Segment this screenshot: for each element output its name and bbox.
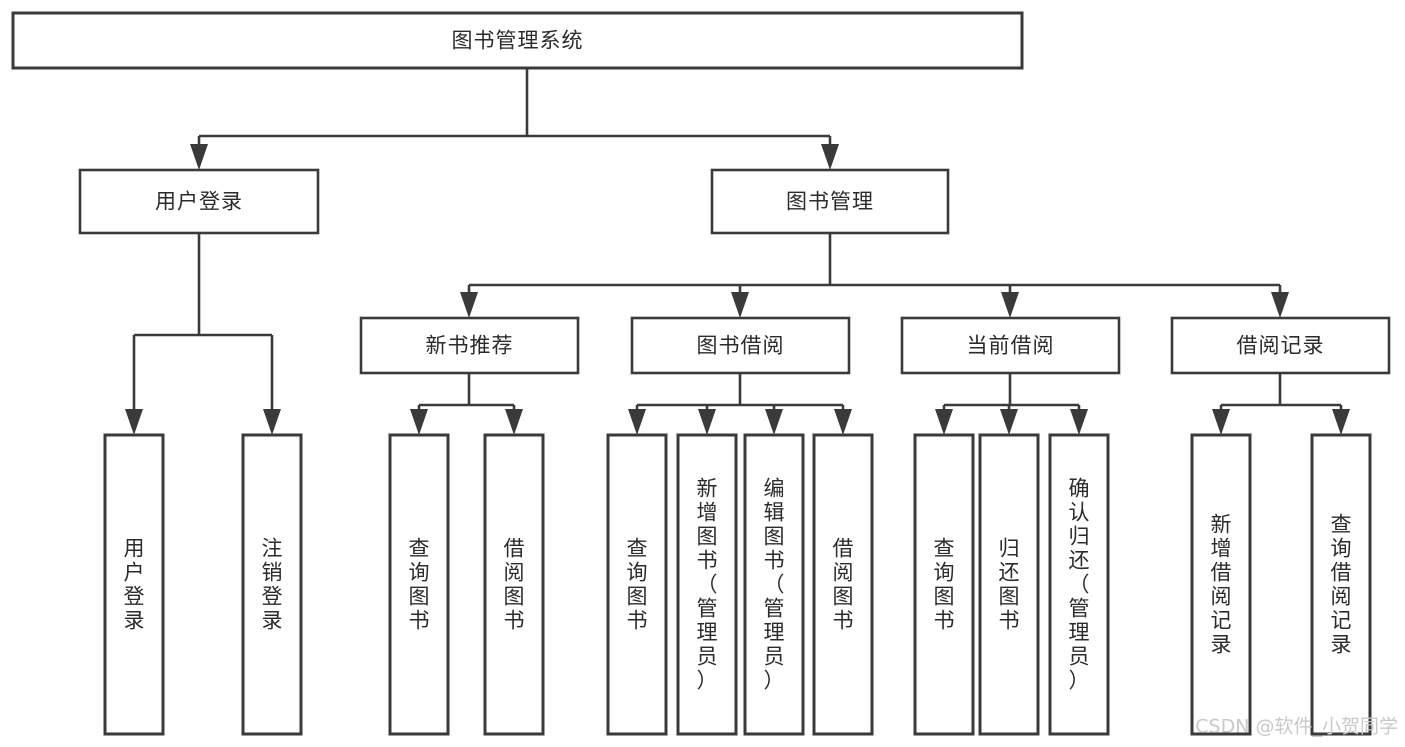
- node-leaf-query-record-label: 查询借阅记录: [1331, 513, 1352, 657]
- node-borrow-record-label: 借阅记录: [1237, 334, 1325, 358]
- node-borrow-record-box[interactable]: [1170, 316, 1391, 375]
- node-new-book-recommend-box[interactable]: [359, 316, 580, 375]
- arrow-head-icon: [263, 409, 281, 435]
- node-book-borrow-box[interactable]: [630, 316, 851, 375]
- node-user-login-label: 用户登录: [155, 190, 243, 214]
- arrow-head-icon: [628, 409, 646, 435]
- node-root-system-box[interactable]: [11, 11, 1024, 70]
- node-user-login-box[interactable]: [78, 168, 320, 235]
- node-current-borrow[interactable]: 当前借阅: [900, 316, 1121, 375]
- node-leaf-user-logout-label: 注销登录: [262, 537, 283, 633]
- csdn-watermark: CSDN @软件_小贺同学: [1195, 716, 1398, 738]
- arrow-head-icon: [125, 409, 143, 435]
- node-leaf-user-login-label: 用户登录: [124, 537, 145, 633]
- node-leaf-add-book-box[interactable]: [676, 433, 738, 736]
- node-leaf-query-record-box[interactable]: [1310, 433, 1372, 736]
- node-layer: 图书管理系统用户登录图书管理新书推荐图书借阅当前借阅借阅记录用户登录注销登录查询…: [11, 11, 1391, 736]
- node-leaf-query-book-2-label: 查询图书: [627, 537, 648, 633]
- node-leaf-user-login-box[interactable]: [103, 433, 165, 736]
- watermark-layer: CSDN @软件_小贺同学: [1195, 716, 1398, 738]
- arrow-head-icon: [1271, 292, 1289, 318]
- node-leaf-query-book-1-label: 查询图书: [409, 537, 430, 633]
- node-leaf-query-book-1[interactable]: 查询图书: [388, 433, 450, 736]
- node-borrow-record[interactable]: 借阅记录: [1170, 316, 1391, 375]
- arrow-head-icon: [935, 409, 953, 435]
- arrow-head-icon: [731, 292, 749, 318]
- arrow-head-icon: [1070, 409, 1088, 435]
- node-leaf-query-book-2-box[interactable]: [606, 433, 668, 736]
- arrow-head-icon: [1001, 292, 1019, 318]
- arrow-head-icon: [834, 409, 852, 435]
- arrow-head-icon: [1332, 409, 1350, 435]
- node-leaf-query-book-3-label: 查询图书: [934, 537, 955, 633]
- arrow-head-icon: [410, 409, 428, 435]
- node-leaf-confirm-return-label: 确认归还（管理员）: [1069, 477, 1090, 693]
- node-leaf-query-book-1-box[interactable]: [388, 433, 450, 736]
- node-leaf-query-book-3-box[interactable]: [913, 433, 975, 736]
- node-leaf-user-login[interactable]: 用户登录: [103, 433, 165, 736]
- node-root-system-label: 图书管理系统: [452, 29, 584, 53]
- node-book-manage-box[interactable]: [710, 168, 950, 235]
- node-leaf-borrow-book-2[interactable]: 借阅图书: [812, 433, 874, 736]
- node-leaf-user-logout-box[interactable]: [241, 433, 303, 736]
- node-leaf-edit-book-box[interactable]: [743, 433, 805, 736]
- arrow-head-icon: [698, 409, 716, 435]
- node-leaf-return-book-label: 归还图书: [999, 537, 1020, 633]
- node-leaf-add-book[interactable]: 新增图书（管理员）: [676, 433, 738, 736]
- arrow-head-icon: [1000, 409, 1018, 435]
- node-leaf-borrow-book-2-label: 借阅图书: [833, 537, 854, 633]
- node-leaf-borrow-book-2-box[interactable]: [812, 433, 874, 736]
- node-root-system[interactable]: 图书管理系统: [11, 11, 1024, 70]
- node-new-book-recommend[interactable]: 新书推荐: [359, 316, 580, 375]
- arrow-head-icon: [190, 144, 208, 170]
- node-leaf-query-book-2[interactable]: 查询图书: [606, 433, 668, 736]
- node-leaf-add-record[interactable]: 新增借阅记录: [1190, 433, 1252, 736]
- node-leaf-borrow-book-1-box[interactable]: [483, 433, 545, 736]
- node-leaf-return-book-box[interactable]: [978, 433, 1040, 736]
- node-current-borrow-label: 当前借阅: [967, 334, 1055, 358]
- node-leaf-add-record-label: 新增借阅记录: [1211, 513, 1232, 657]
- node-leaf-borrow-book-1-label: 借阅图书: [504, 537, 525, 633]
- node-current-borrow-box[interactable]: [900, 316, 1121, 375]
- connector-layer: [125, 68, 1350, 435]
- arrow-head-icon: [821, 144, 839, 170]
- node-leaf-edit-book[interactable]: 编辑图书（管理员）: [743, 433, 805, 736]
- node-leaf-confirm-return-box[interactable]: [1048, 433, 1110, 736]
- node-leaf-add-book-label: 新增图书（管理员）: [697, 477, 718, 693]
- node-leaf-edit-book-label: 编辑图书（管理员）: [764, 477, 785, 693]
- node-leaf-query-record[interactable]: 查询借阅记录: [1310, 433, 1372, 736]
- node-leaf-user-logout[interactable]: 注销登录: [241, 433, 303, 736]
- node-book-manage-label: 图书管理: [786, 190, 874, 214]
- arrow-head-icon: [765, 409, 783, 435]
- node-new-book-recommend-label: 新书推荐: [426, 334, 514, 358]
- arrow-head-icon: [505, 409, 523, 435]
- node-book-manage[interactable]: 图书管理: [710, 168, 950, 235]
- node-book-borrow-label: 图书借阅: [697, 334, 785, 358]
- node-leaf-return-book[interactable]: 归还图书: [978, 433, 1040, 736]
- arrow-head-icon: [460, 292, 478, 318]
- node-leaf-borrow-book-1[interactable]: 借阅图书: [483, 433, 545, 736]
- node-book-borrow[interactable]: 图书借阅: [630, 316, 851, 375]
- node-leaf-confirm-return[interactable]: 确认归还（管理员）: [1048, 433, 1110, 736]
- node-user-login[interactable]: 用户登录: [78, 168, 320, 235]
- arrow-head-icon: [1212, 409, 1230, 435]
- node-leaf-query-book-3[interactable]: 查询图书: [913, 433, 975, 736]
- node-leaf-add-record-box[interactable]: [1190, 433, 1252, 736]
